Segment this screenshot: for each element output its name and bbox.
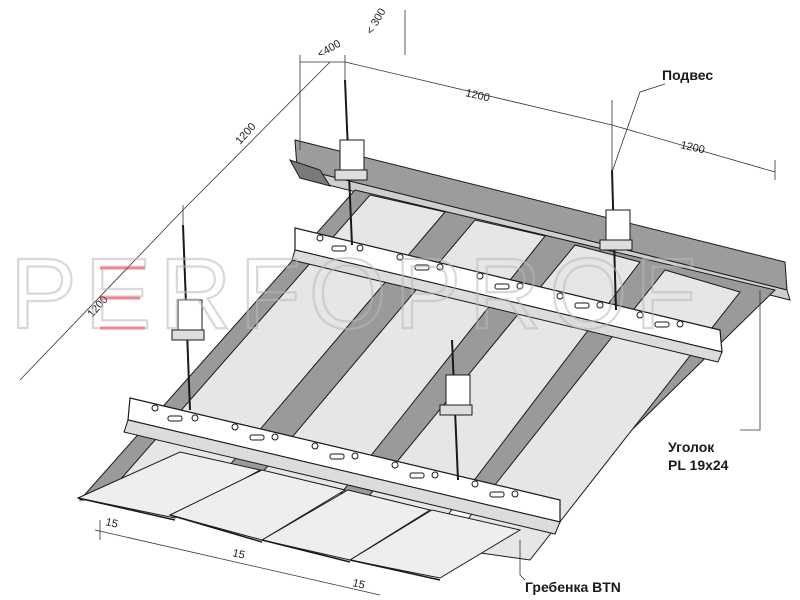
dim-lt300: < 300 (364, 6, 388, 36)
rear-comb-stringer (291, 227, 723, 363)
hanger-front-left (171, 224, 205, 411)
dim-lt400: <400 (316, 38, 343, 61)
front-comb-stringer (123, 397, 561, 535)
svg-text:PERFOPROF: PERFOPROF (10, 238, 704, 350)
dim-gap-3: 15 (351, 577, 366, 591)
dimension-lines (19, 10, 776, 596)
label-hanger: Подвес (662, 67, 713, 83)
dim-gap-2: 15 (231, 547, 246, 561)
watermark-logo: PERFOPROF (9, 237, 704, 351)
hanger-rear-right (599, 169, 633, 311)
hanger-rear-left (334, 79, 368, 246)
label-angle-line2: PL 19x24 (668, 457, 729, 473)
label-comb: Гребенка BTN (525, 579, 621, 595)
dim-top-1200-a: 1200 (464, 87, 491, 104)
hanger-front-right (439, 339, 473, 481)
dim-gap-1: 15 (104, 516, 119, 530)
label-angle-line1: Уголок (668, 439, 715, 455)
dim-top-1200-b: 1200 (679, 139, 706, 156)
dim-left-1200-a: 1200 (233, 121, 258, 147)
